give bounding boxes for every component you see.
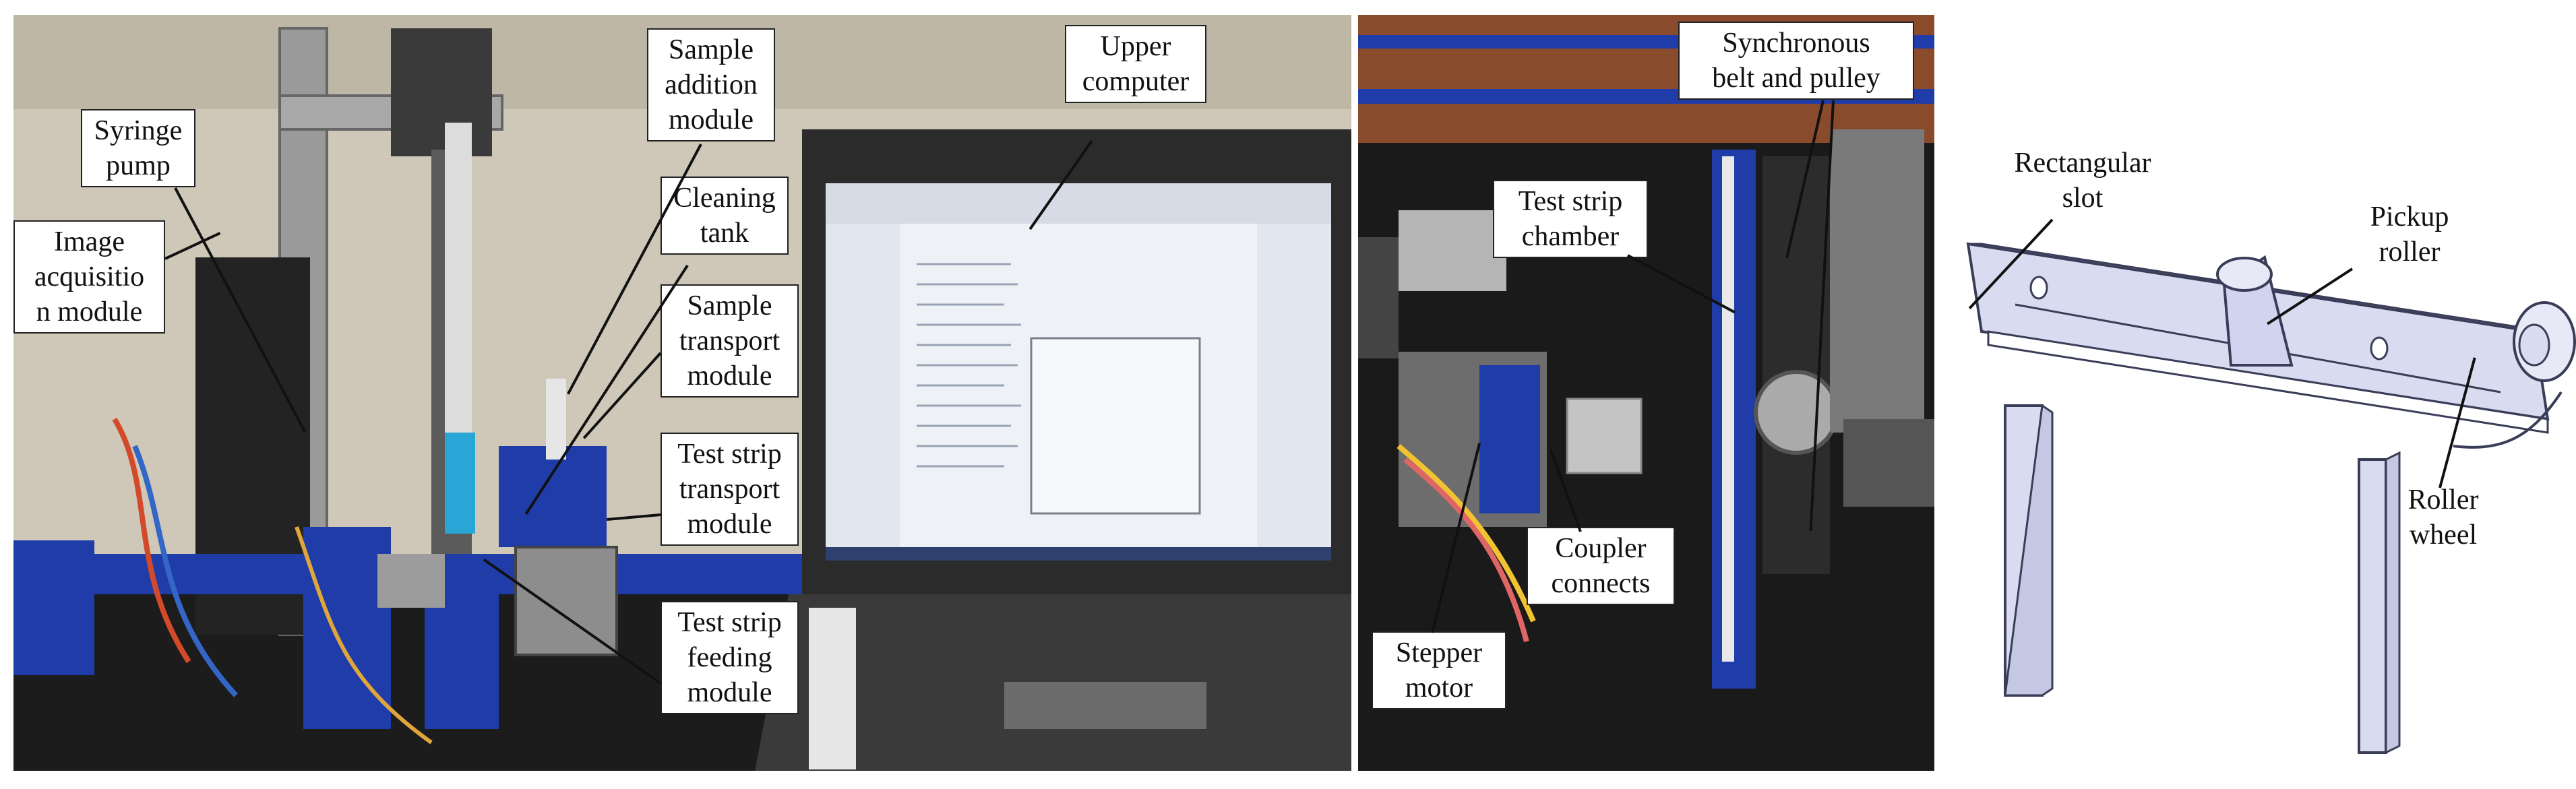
label-cleaning-tank: Cleaning tank <box>661 177 789 255</box>
panel-b-closeup-photo: Synchronous belt and pulley Test strip c… <box>1358 15 1934 771</box>
label-stepper-motor: Stepper motor <box>1372 631 1506 709</box>
panel-c-cad-drawing: Rectangular slot Pickup roller Roller wh… <box>1941 15 2576 771</box>
label-pickup-roller: Pickup roller <box>2370 201 2449 267</box>
label-test-strip-chamber: Test strip chamber <box>1493 180 1648 258</box>
label-test-strip-feeding-module: Test strip feeding module <box>661 601 799 714</box>
label-test-strip-transport-module: Test strip transport module <box>661 433 799 546</box>
label-rectangular-slot: Rectangular slot <box>2014 148 2151 214</box>
label-image-acquisition-module: Image acquisitio n module <box>13 220 165 334</box>
label-upper-computer: Upper computer <box>1065 25 1206 103</box>
label-synchronous-belt-pulley: Synchronous belt and pulley <box>1678 22 1914 100</box>
label-sample-addition-module: Sample addition module <box>647 28 775 141</box>
panel-a-system-photo: Syringe pump Image acquisitio n module S… <box>13 15 1351 771</box>
pickup-mechanism-drawing <box>1966 242 2576 755</box>
label-syringe-pump: Syringe pump <box>81 109 195 187</box>
label-roller-wheel: Roller wheel <box>2408 484 2479 550</box>
label-coupler-connects: Coupler connects <box>1527 527 1675 605</box>
label-sample-transport-module: Sample transport module <box>661 284 799 398</box>
